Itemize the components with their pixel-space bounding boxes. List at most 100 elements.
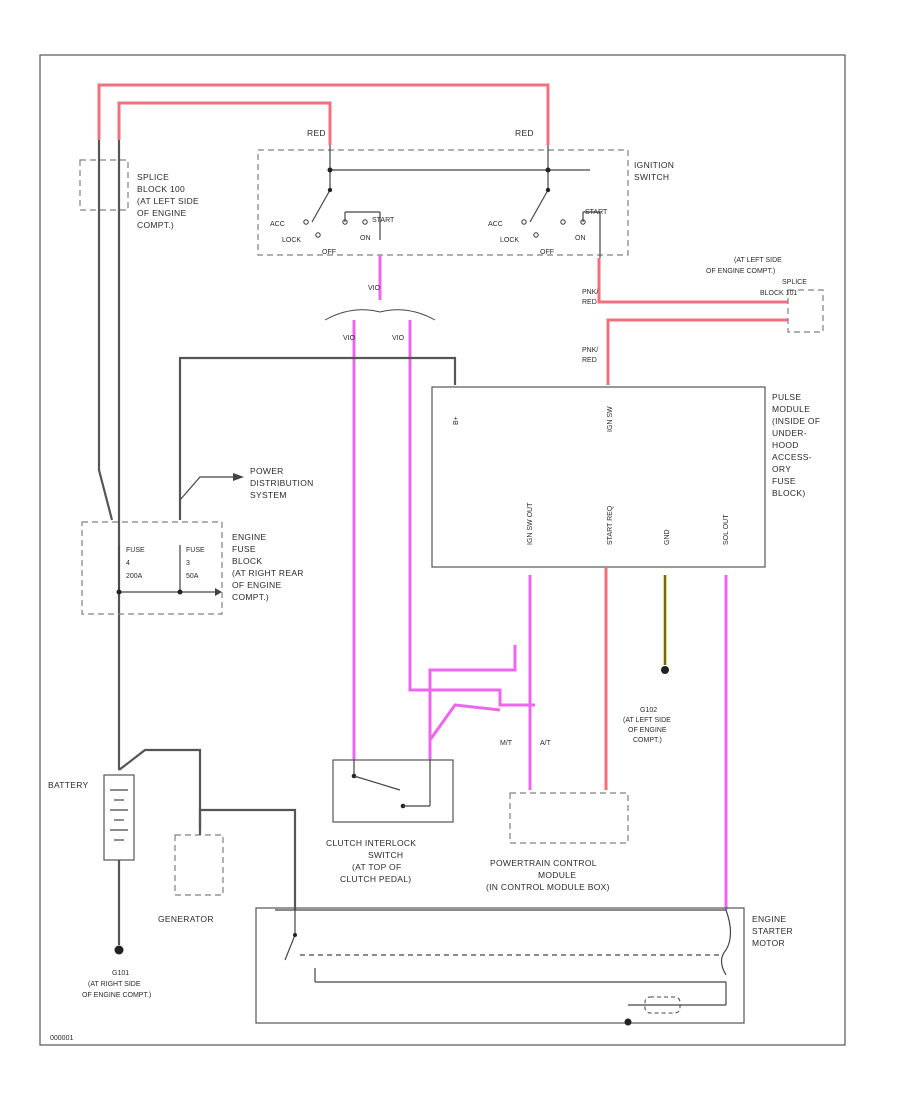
svg-text:MODULE: MODULE — [772, 404, 810, 414]
starter-motor-label: ENGINE STARTER MOTOR — [752, 914, 793, 948]
red-wire-label-1: RED — [307, 128, 326, 138]
svg-text:RED: RED — [582, 299, 597, 306]
svg-text:(AT LEFT SIDE: (AT LEFT SIDE — [734, 257, 782, 264]
svg-text:BLOCK): BLOCK) — [772, 488, 805, 498]
svg-text:FUSE: FUSE — [126, 547, 145, 554]
battery-label: BATTERY — [48, 780, 89, 790]
engine-fuse-block — [81, 521, 223, 615]
svg-text:50A: 50A — [186, 573, 199, 580]
svg-text:IGNITION: IGNITION — [634, 160, 674, 170]
vio-wire-label-top: VIO — [368, 285, 381, 292]
vio-wire-label-left: VIO — [343, 335, 356, 342]
svg-text:ENGINE: ENGINE — [752, 914, 786, 924]
svg-text:ACC: ACC — [488, 221, 503, 228]
generator — [174, 834, 224, 896]
fuse-block-busbar — [116, 470, 222, 596]
ignition-switch-box — [257, 149, 629, 256]
svg-text:(AT TOP OF: (AT TOP OF — [352, 862, 401, 872]
svg-text:PNK/: PNK/ — [582, 289, 598, 296]
pulse-module-label: PULSE MODULE (INSIDE OF UNDER- HOOD ACCE… — [772, 392, 820, 498]
svg-text:G101: G101 — [112, 970, 129, 977]
svg-text:IGN SW OUT: IGN SW OUT — [527, 502, 534, 545]
vio-start-wires — [352, 255, 728, 910]
svg-text:FUSE: FUSE — [186, 547, 205, 554]
svg-text:OFF: OFF — [322, 249, 336, 256]
svg-text:GND: GND — [664, 529, 671, 545]
ignition-switch-positions: ACC LOCK OFF ON START ACC LOCK OFF ON ST… — [270, 209, 608, 256]
diagram-border — [39, 54, 846, 1046]
svg-text:SOL OUT: SOL OUT — [723, 514, 730, 545]
svg-text:(AT LEFT SIDE: (AT LEFT SIDE — [137, 196, 199, 206]
red-power-feeds — [97, 83, 788, 385]
svg-text:OF ENGINE: OF ENGINE — [137, 208, 186, 218]
battery — [103, 748, 202, 955]
svg-text:SPLICE: SPLICE — [137, 172, 169, 182]
svg-text:(AT RIGHT SIDE: (AT RIGHT SIDE — [88, 981, 141, 988]
svg-text:ORY: ORY — [772, 464, 791, 474]
svg-text:FUSE: FUSE — [772, 476, 796, 486]
svg-text:RED: RED — [582, 357, 597, 364]
fuse-3: FUSE 3 50A — [186, 547, 205, 580]
svg-text:UNDER-: UNDER- — [772, 428, 807, 438]
svg-text:SYSTEM: SYSTEM — [250, 490, 287, 500]
pulse-module-pin-labels: B+ IGN SW IGN SW OUT START REQ GND SOL O… — [453, 406, 730, 545]
svg-text:POWERTRAIN CONTROL: POWERTRAIN CONTROL — [490, 858, 597, 868]
svg-text:SWITCH: SWITCH — [368, 850, 403, 860]
svg-text:G102: G102 — [640, 707, 657, 714]
svg-text:BLOCK: BLOCK — [232, 556, 262, 566]
svg-text:LOCK: LOCK — [282, 237, 301, 244]
g101-label: G101 (AT RIGHT SIDE OF ENGINE COMPT.) — [82, 970, 151, 999]
svg-text:OF ENGINE: OF ENGINE — [628, 727, 667, 734]
svg-text:IGN SW: IGN SW — [607, 406, 614, 432]
clutch-switch-contacts — [351, 760, 431, 809]
pnk-red-labels: PNK/ RED PNK/ RED — [582, 289, 598, 364]
svg-text:OF ENGINE COMPT.): OF ENGINE COMPT.) — [82, 992, 151, 999]
ignition-switch-contacts — [303, 145, 601, 258]
generator-label: GENERATOR — [158, 914, 214, 924]
svg-text:LOCK: LOCK — [500, 237, 519, 244]
svg-text:COMPT.): COMPT.) — [232, 592, 269, 602]
svg-text:OF ENGINE COMPT.): OF ENGINE COMPT.) — [706, 268, 775, 275]
splice-block-101 — [787, 289, 824, 333]
pcm-label: POWERTRAIN CONTROL MODULE (IN CONTROL MO… — [486, 858, 609, 892]
svg-text:COMPT.): COMPT.) — [137, 220, 174, 230]
pulse-module-feed — [178, 356, 457, 470]
svg-text:ACCESS-: ACCESS- — [772, 452, 812, 462]
g102-ground-point — [661, 666, 669, 674]
mt-label: M/T — [500, 740, 513, 747]
powertrain-control-module — [509, 792, 629, 844]
svg-text:DISTRIBUTION: DISTRIBUTION — [250, 478, 314, 488]
at-label: A/T — [540, 740, 552, 747]
pulse-module — [431, 386, 766, 568]
svg-text:CLUTCH PEDAL): CLUTCH PEDAL) — [340, 874, 411, 884]
svg-text:ACC: ACC — [270, 221, 285, 228]
vio-wire-label-right: VIO — [392, 335, 405, 342]
svg-text:HOOD: HOOD — [772, 440, 799, 450]
svg-text:COMPT.): COMPT.) — [633, 737, 662, 744]
engine-fuse-block-label: ENGINE FUSE BLOCK (AT RIGHT REAR OF ENGI… — [232, 532, 304, 602]
svg-text:MODULE: MODULE — [538, 870, 576, 880]
splice-block-101-label: (AT LEFT SIDE OF ENGINE COMPT.) SPLICE B… — [706, 257, 807, 297]
fuse-4: FUSE 4 200A — [126, 547, 145, 580]
svg-text:SWITCH: SWITCH — [634, 172, 669, 182]
svg-text:POWER: POWER — [250, 466, 284, 476]
svg-text:PNK/: PNK/ — [582, 347, 598, 354]
svg-text:(AT RIGHT REAR: (AT RIGHT REAR — [232, 568, 304, 578]
power-distribution-arrow: POWER DISTRIBUTION SYSTEM — [179, 466, 314, 501]
svg-text:FUSE: FUSE — [232, 544, 256, 554]
svg-text:SPLICE: SPLICE — [782, 279, 807, 286]
svg-text:ON: ON — [360, 235, 371, 242]
svg-text:START: START — [372, 217, 395, 224]
svg-text:(AT LEFT SIDE: (AT LEFT SIDE — [623, 717, 671, 724]
svg-text:OF ENGINE: OF ENGINE — [232, 580, 281, 590]
vio-splice-bridge — [324, 309, 436, 321]
svg-text:3: 3 — [186, 560, 190, 567]
battery-feed-wires — [97, 140, 121, 770]
svg-text:ENGINE: ENGINE — [232, 532, 266, 542]
svg-text:200A: 200A — [126, 573, 143, 580]
svg-text:CLUTCH INTERLOCK: CLUTCH INTERLOCK — [326, 838, 416, 848]
clutch-switch-label: CLUTCH INTERLOCK SWITCH (AT TOP OF CLUTC… — [326, 838, 416, 884]
svg-text:BLOCK 101: BLOCK 101 — [760, 290, 797, 297]
red-wire-label-2: RED — [515, 128, 534, 138]
